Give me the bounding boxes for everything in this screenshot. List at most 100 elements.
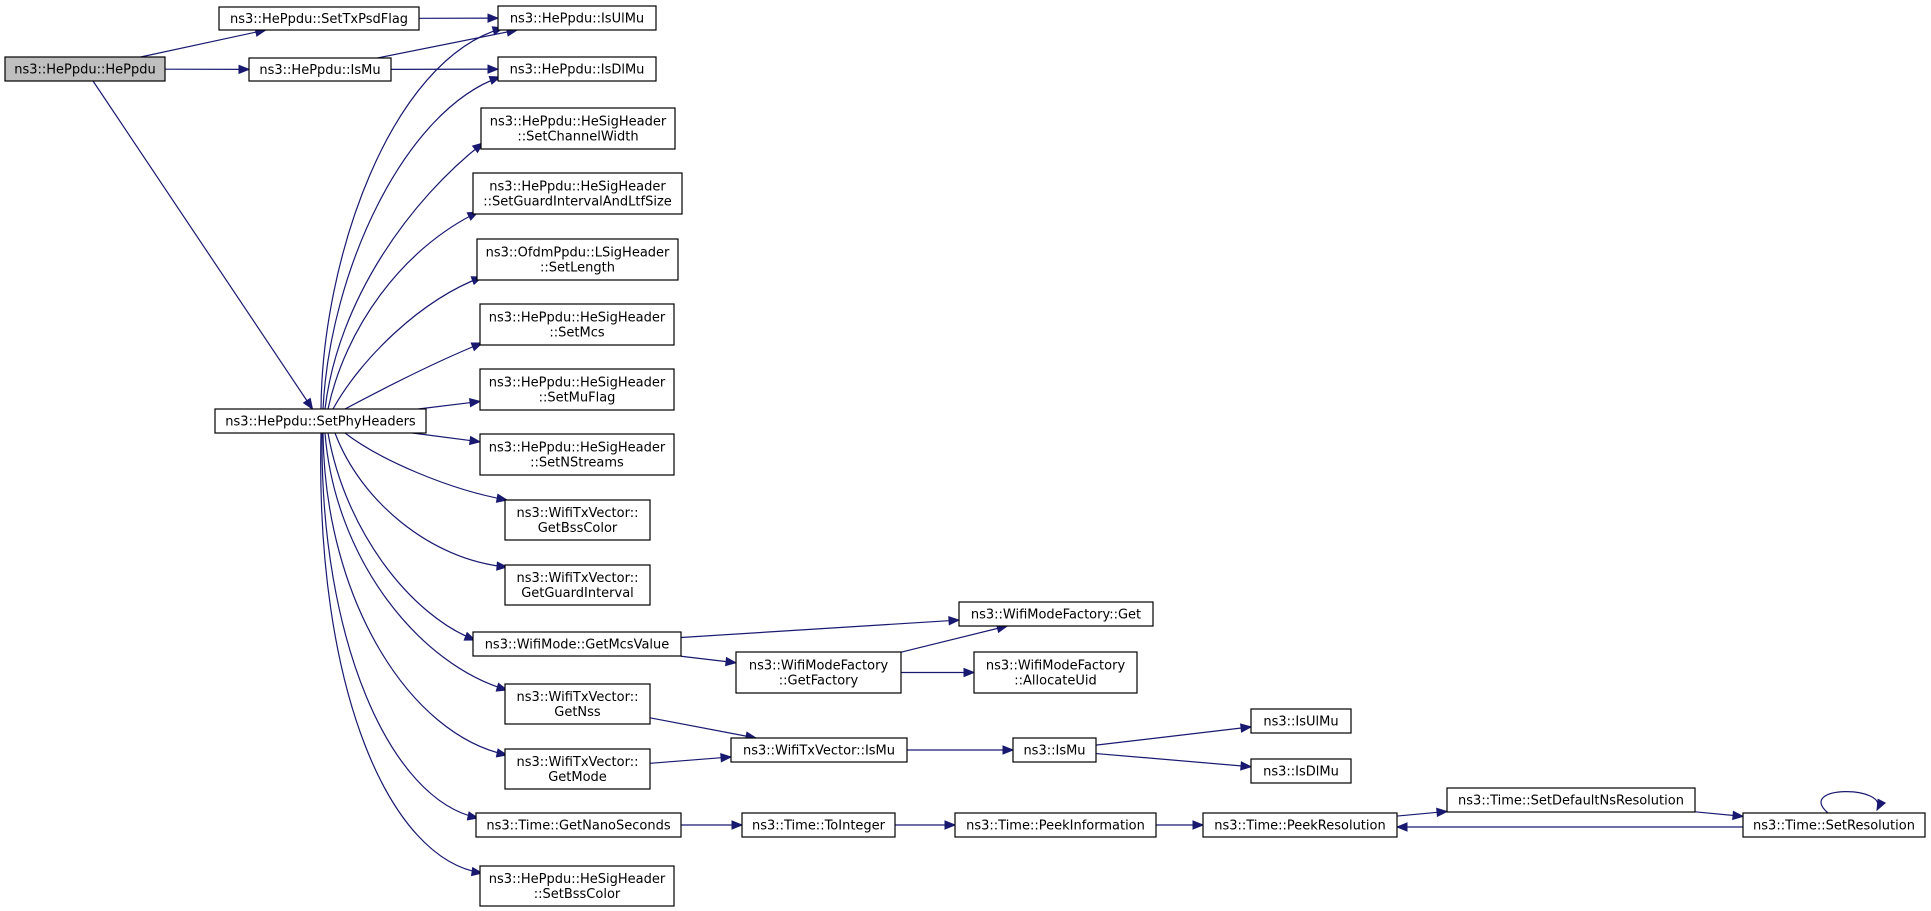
node-getgi[interactable]: ns3::WifiTxVector::GetGuardInterval <box>504 564 651 606</box>
node-label-wtvismu-0: ns3::WifiTxVector::IsMu <box>743 744 895 759</box>
node-setdefns[interactable]: ns3::Time::SetDefaultNsResolution <box>1446 787 1696 813</box>
edges-layer <box>92 13 1887 877</box>
node-label-getns-0: ns3::Time::GetNanoSeconds <box>486 819 671 834</box>
node-label-toint-0: ns3::Time::ToInteger <box>752 819 886 834</box>
edge-arrowhead-getmcsv-to-wmfgetf <box>725 656 738 667</box>
node-box-wtvismu <box>730 737 908 763</box>
node-box-setcw <box>480 107 676 150</box>
node-label-setmcs-0: ns3::HePpdu::HeSigHeader <box>489 311 666 326</box>
node-label-getnss-0: ns3::WifiTxVector:: <box>516 690 638 705</box>
edge-arrowhead-getmode-to-wtvismu <box>720 753 733 763</box>
node-label-setphy-0: ns3::HePpdu::SetPhyHeaders <box>225 415 416 430</box>
edge-ns3ismu-to-ns3isul <box>1095 726 1252 746</box>
node-ns3isdl[interactable]: ns3::IsDlMu <box>1250 758 1352 784</box>
edge-arrowhead-setphy-to-setbss <box>470 866 484 877</box>
node-label-setcw-1: ::SetChannelWidth <box>517 130 638 145</box>
node-setmuf[interactable]: ns3::HePpdu::HeSigHeader::SetMuFlag <box>479 368 675 411</box>
edge-setphy-to-isdlmu <box>322 76 501 410</box>
node-label-wmfalloc-0: ns3::WifiModeFactory <box>986 659 1126 674</box>
node-label-getmode-0: ns3::WifiTxVector:: <box>516 755 638 770</box>
node-box-setdefns <box>1446 787 1696 813</box>
node-label-setgi-0: ns3::HePpdu::HeSigHeader <box>489 180 666 195</box>
node-label-peekinfo-0: ns3::Time::PeekInformation <box>966 819 1145 834</box>
node-label-ns3isdl-0: ns3::IsDlMu <box>1263 765 1339 780</box>
edge-arrowhead-setphy-to-getns <box>466 811 480 821</box>
node-box-getmode <box>504 748 651 790</box>
node-wmfalloc[interactable]: ns3::WifiModeFactory::AllocateUid <box>973 651 1138 694</box>
node-getbss[interactable]: ns3::WifiTxVector::GetBssColor <box>504 499 651 541</box>
edge-getmcsv-to-wmfget <box>680 619 960 639</box>
edge-setphy-to-getmcsv <box>327 432 476 641</box>
node-isulmu[interactable]: ns3::HePpdu::IsUlMu <box>497 5 657 31</box>
node-setbss[interactable]: ns3::HePpdu::HeSigHeader::SetBssColor <box>479 865 675 907</box>
edge-setphy-to-setbss <box>320 432 483 874</box>
node-wtvismu[interactable]: ns3::WifiTxVector::IsMu <box>730 737 908 763</box>
node-setlen[interactable]: ns3::OfdmPpdu::LSigHeader::SetLength <box>476 238 679 281</box>
node-box-wmfgetf <box>735 651 902 694</box>
node-box-peekres <box>1202 812 1398 838</box>
node-ns3ismu[interactable]: ns3::IsMu <box>1012 737 1097 763</box>
node-box-setgi <box>472 172 683 215</box>
node-label-wmfget-0: ns3::WifiModeFactory::Get <box>971 608 1141 623</box>
node-getnss[interactable]: ns3::WifiTxVector::GetNss <box>504 683 651 725</box>
nodes-layer: ns3::HePpdu::HePpdu ns3::HePpdu::SetTxPsd… <box>4 5 1926 907</box>
node-getns[interactable]: ns3::Time::GetNanoSeconds <box>475 812 682 838</box>
node-box-wmfget <box>958 601 1154 627</box>
node-setres[interactable]: ns3::Time::SetResolution <box>1742 812 1926 838</box>
node-box-setres <box>1742 812 1926 838</box>
edge-wmfgetf-to-wmfget <box>900 625 1008 653</box>
node-wmfgetf[interactable]: ns3::WifiModeFactory::GetFactory <box>735 651 902 694</box>
edge-arrowhead-setphy-to-setmuf <box>469 397 482 408</box>
node-label-wmfalloc-1: ::AllocateUid <box>1014 674 1096 689</box>
edge-arrowhead-setres-to-setres <box>1876 798 1887 812</box>
edge-setphy-to-getns <box>321 432 479 819</box>
edge-arrowhead-setphy-to-getnss <box>495 682 509 692</box>
node-label-setdefns-0: ns3::Time::SetDefaultNsResolution <box>1458 794 1684 809</box>
node-peekres[interactable]: ns3::Time::PeekResolution <box>1202 812 1398 838</box>
node-setphy[interactable]: ns3::HePpdu::SetPhyHeaders <box>214 408 427 434</box>
node-setmcs[interactable]: ns3::HePpdu::HeSigHeader::SetMcs <box>479 303 675 346</box>
node-label-getbss-1: GetBssColor <box>538 521 618 536</box>
node-box-wmfalloc <box>973 651 1138 694</box>
node-ismu[interactable]: ns3::HePpdu::IsMu <box>248 57 392 82</box>
node-label-getnss-1: GetNss <box>554 705 601 720</box>
edge-setphy-to-getbss <box>344 432 508 501</box>
node-hepdu[interactable]: ns3::HePpdu::HePpdu <box>4 56 166 82</box>
node-peekinfo[interactable]: ns3::Time::PeekInformation <box>954 812 1157 838</box>
edge-arrowhead-wtvismu-to-ns3ismu <box>1002 745 1015 755</box>
node-box-toint <box>741 812 896 838</box>
edge-arrowhead-ns3ismu-to-ns3isdl <box>1240 761 1253 771</box>
edge-arrowhead-setphy-to-getgi <box>496 561 509 571</box>
edge-arrowhead-wmfgetf-to-wmfalloc <box>963 667 976 678</box>
edge-setphy-to-setmcs <box>344 342 483 410</box>
node-box-setmuf <box>479 368 675 411</box>
node-getmode[interactable]: ns3::WifiTxVector::GetMode <box>504 748 651 790</box>
edge-setphy-to-getgi <box>334 432 508 568</box>
node-getmcsv[interactable]: ns3::WifiMode::GetMcsValue <box>472 631 682 657</box>
edge-setphy-to-setns <box>412 432 481 443</box>
node-label-getgi-1: GetGuardInterval <box>521 586 634 601</box>
node-box-setphy <box>214 408 427 434</box>
node-settxpsd[interactable]: ns3::HePpdu::SetTxPsdFlag <box>218 6 420 31</box>
node-setgi[interactable]: ns3::HePpdu::HeSigHeader::SetGuardInterv… <box>472 172 683 215</box>
node-isdlmu[interactable]: ns3::HePpdu::IsDlMu <box>497 56 657 82</box>
edge-arrowhead-setdefns-to-setres <box>1732 810 1745 821</box>
edge-arrowhead-setphy-to-isdlmu <box>488 75 502 85</box>
node-label-settxpsd-0: ns3::HePpdu::SetTxPsdFlag <box>230 12 408 27</box>
node-label-setlen-0: ns3::OfdmPpdu::LSigHeader <box>486 246 670 261</box>
node-box-setns <box>479 433 675 476</box>
node-wmfget[interactable]: ns3::WifiModeFactory::Get <box>958 601 1154 627</box>
node-setns[interactable]: ns3::HePpdu::HeSigHeader::SetNStreams <box>479 433 675 476</box>
edge-ismu-to-isulmu <box>377 29 518 59</box>
node-ns3isul[interactable]: ns3::IsUlMu <box>1250 708 1352 734</box>
edge-arrowhead-setphy-to-setmcs <box>470 342 484 352</box>
node-setcw[interactable]: ns3::HePpdu::HeSigHeader::SetChannelWidt… <box>480 107 676 150</box>
node-box-ns3isdl <box>1250 758 1352 784</box>
node-label-setns-1: ::SetNStreams <box>530 456 624 471</box>
node-label-getmode-1: GetMode <box>548 770 607 785</box>
node-label-setres-0: ns3::Time::SetResolution <box>1753 819 1915 834</box>
node-label-wmfgetf-0: ns3::WifiModeFactory <box>749 659 889 674</box>
node-toint[interactable]: ns3::Time::ToInteger <box>741 812 896 838</box>
edge-hepdu-to-settxpsd <box>140 29 266 58</box>
